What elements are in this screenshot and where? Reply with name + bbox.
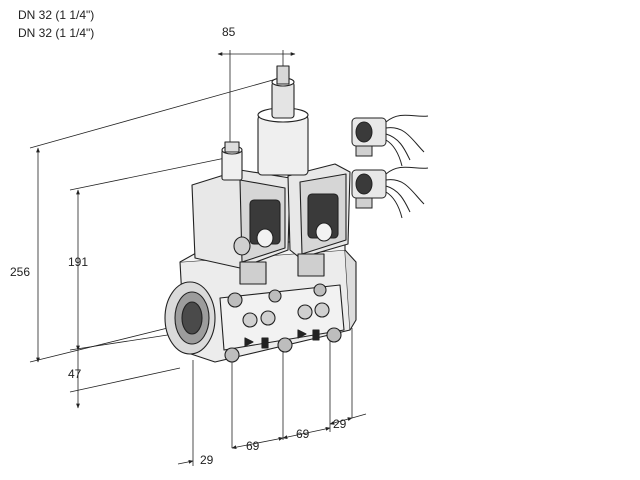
dim-total-height: 256 [10, 265, 30, 279]
dim-pitch-2: 69 [296, 427, 310, 441]
valve-body [164, 65, 357, 363]
dim-pitch-1: 69 [246, 439, 260, 453]
model-label-1: DN 32 (1 1/4") [18, 8, 95, 22]
dim-valve-height: 191 [68, 255, 88, 269]
dim-offset-left: 29 [200, 453, 214, 467]
dim-top-width: 85 [222, 25, 236, 39]
dim-offset-right: 29 [333, 417, 347, 431]
model-label-2: DN 32 (1 1/4") [18, 26, 95, 40]
cable-plug-upper [351, 114, 429, 167]
cable-plug-lower [351, 166, 429, 219]
dim-base-height: 47 [68, 367, 82, 381]
